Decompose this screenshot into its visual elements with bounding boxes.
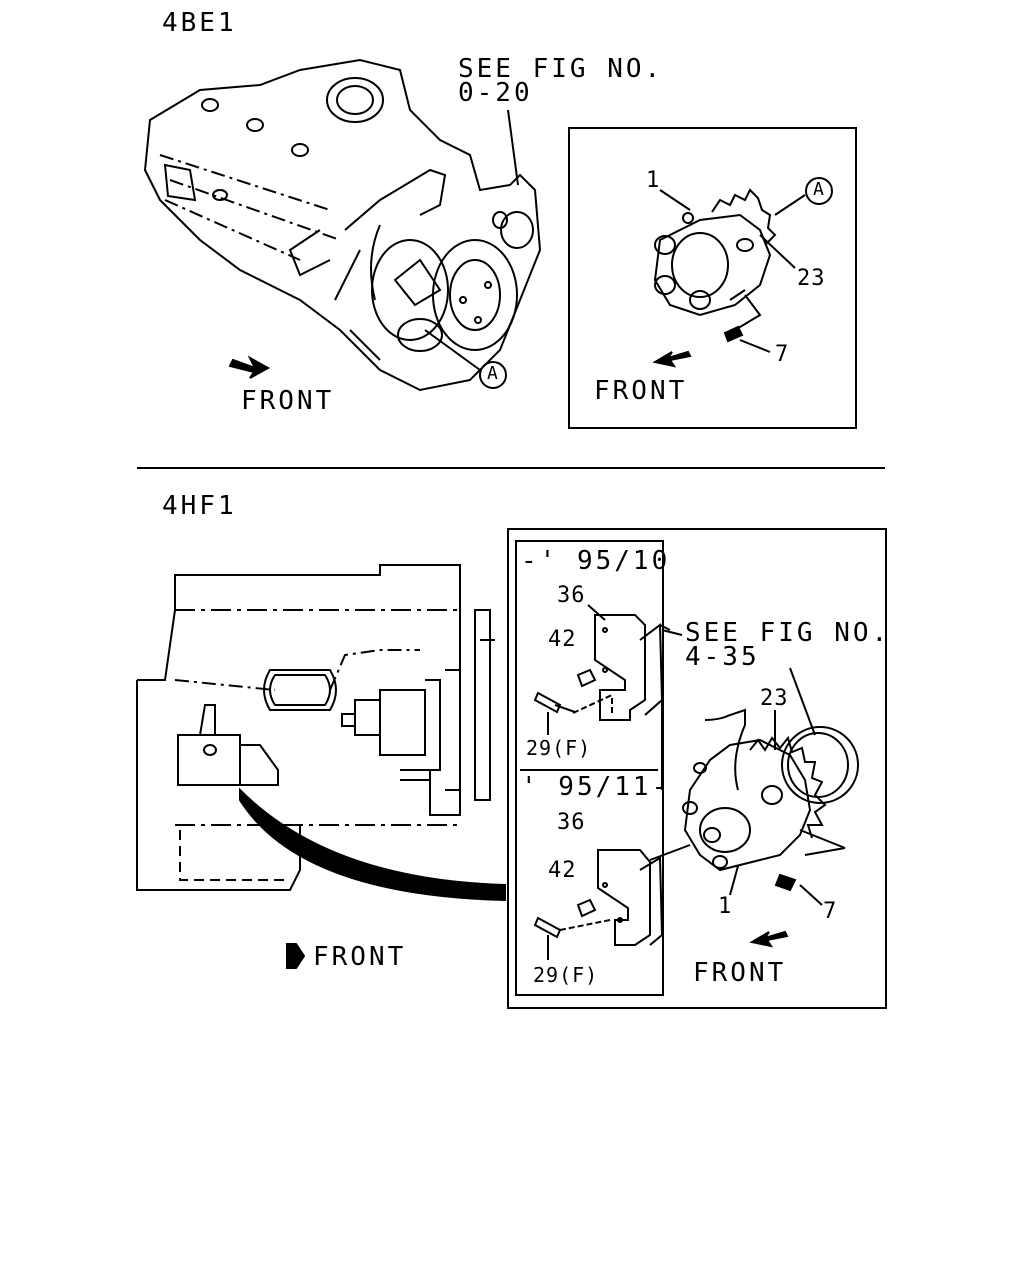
- front-arrow-icon-lower: [286, 943, 306, 969]
- model-label-4be1: 4BE1: [162, 8, 237, 38]
- callout-a-leader-inset: [774, 194, 806, 216]
- front-label-upper: FRONT: [241, 386, 335, 416]
- inset-box-lower: [507, 528, 887, 1009]
- front-label-lower: FRONT: [313, 942, 407, 972]
- see-fig-leader-lower: [661, 629, 683, 790]
- bracket-to-pump-leader: [649, 844, 691, 861]
- see-fig-number-lower: 4-35: [685, 642, 760, 672]
- part-1-leader-lower: [729, 865, 739, 896]
- see-fig-label-upper: SEE FIG NO.: [458, 54, 664, 84]
- engine-4hf1-drawing: [136, 564, 495, 891]
- part-29-label-early: 29(F): [526, 736, 592, 760]
- part-36-leader-early: [587, 604, 606, 621]
- part-7-label-lower: 7: [823, 899, 838, 924]
- period-label-early: -' 95/10: [521, 546, 671, 576]
- part-36-label-early: 36: [557, 583, 586, 608]
- part-23-label-upper: 23: [797, 266, 826, 291]
- front-arrow-icon-inset-lower: [749, 930, 789, 948]
- part-42-label-late: 42: [548, 858, 577, 883]
- callout-a-circle-inset: [805, 177, 833, 205]
- callout-a-leader: [424, 329, 481, 371]
- front-arrow-icon-upper: [228, 355, 271, 379]
- see-fig-4-35-leader: [789, 667, 816, 736]
- model-label-4hf1: 4HF1: [162, 491, 237, 521]
- period-label-late: ' 95/11-: [521, 772, 671, 802]
- bracket-late-drawing: [533, 849, 664, 946]
- part-29-label-late: 29(F): [533, 963, 599, 987]
- front-label-inset-lower: FRONT: [693, 958, 787, 988]
- see-fig-label-lower: SEE FIG NO.: [685, 618, 891, 648]
- part-36-label-late: 36: [557, 810, 586, 835]
- pump-4hf1-drawing: [682, 708, 859, 892]
- engine-4be1-drawing: [143, 58, 542, 392]
- front-arrow-icon-inset-upper: [652, 350, 692, 368]
- part-1-label-upper: 1: [646, 168, 661, 193]
- see-fig-number-upper: 0-20: [458, 78, 533, 108]
- see-fig-leader-upper: [507, 109, 519, 186]
- part-1-label-lower: 1: [718, 894, 733, 919]
- part-1-leader-upper: [659, 189, 691, 211]
- part-7-leader-lower: [799, 884, 823, 906]
- callout-a-label-inset: A: [813, 179, 825, 200]
- inset-box-upper: [568, 127, 857, 429]
- pump-4be1-drawing: [653, 188, 777, 343]
- part-23-leader-upper: [759, 234, 796, 269]
- callout-a-circle: [479, 361, 507, 389]
- connection-band: [239, 787, 506, 902]
- part-42-label-early: 42: [548, 627, 577, 652]
- part-7-leader-upper: [739, 339, 771, 353]
- part-7-label-upper: 7: [775, 342, 790, 367]
- front-label-inset-upper: FRONT: [594, 376, 688, 406]
- part-23-label-lower: 23: [760, 686, 789, 711]
- callout-a-label: A: [487, 363, 499, 384]
